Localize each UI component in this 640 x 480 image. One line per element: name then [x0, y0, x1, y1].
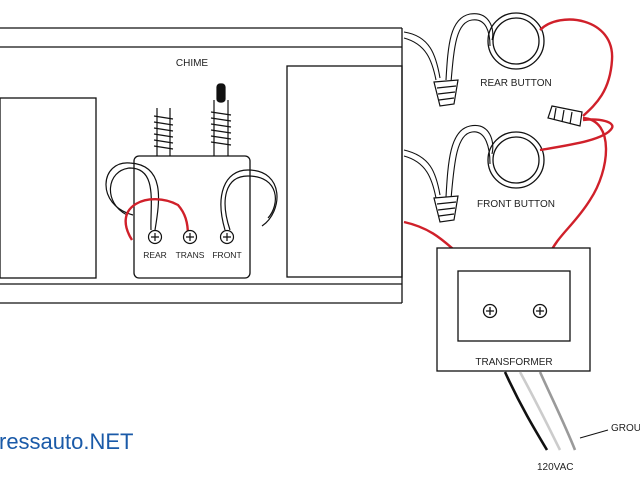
chime-plungers	[153, 83, 232, 157]
plunger-right	[210, 83, 232, 157]
chime-label: CHIME	[176, 58, 209, 69]
rear-button-label: REAR BUTTON	[480, 78, 552, 89]
chime-right-panel	[286, 65, 403, 278]
front-button-label: FRONT BUTTON	[477, 199, 555, 210]
plunger-left	[153, 108, 174, 157]
chime-left-panel	[0, 97, 97, 279]
chime-housing	[0, 27, 403, 304]
hot-wire	[503, 371, 549, 451]
transformer	[436, 247, 591, 372]
wire-nut-rear	[433, 79, 459, 107]
mains-wires	[503, 371, 577, 451]
wire-nut-front	[433, 195, 459, 223]
wire-nut-transformer	[547, 105, 583, 127]
watermark-text: ressauto.NET	[0, 429, 134, 454]
ground-leader	[579, 429, 609, 439]
front-button	[487, 131, 545, 189]
chime-red-jumper	[124, 198, 190, 241]
wire-nuts	[433, 79, 583, 223]
terminal-rear-label: REAR	[143, 250, 167, 260]
terminal-rear-screw	[147, 229, 163, 245]
terminal-trans-screw	[182, 229, 198, 245]
terminal-block	[133, 155, 251, 279]
button-wires	[403, 13, 494, 200]
neutral-wire	[518, 371, 562, 451]
transformer-terminal-right	[532, 303, 548, 319]
voltage-label: 120VAC	[537, 462, 574, 473]
terminal-front-screw	[219, 229, 235, 245]
terminal-trans-label: TRANS	[176, 250, 205, 260]
ground-wire	[538, 371, 577, 451]
chime-terminals	[147, 229, 235, 245]
transformer-terminal-left	[482, 303, 498, 319]
coil-wires	[105, 162, 278, 231]
terminal-front-label: FRONT	[212, 250, 241, 260]
ground-label: GROUND	[611, 423, 640, 434]
rear-button	[487, 12, 545, 70]
transformer-label: TRANSFORMER	[475, 357, 552, 368]
